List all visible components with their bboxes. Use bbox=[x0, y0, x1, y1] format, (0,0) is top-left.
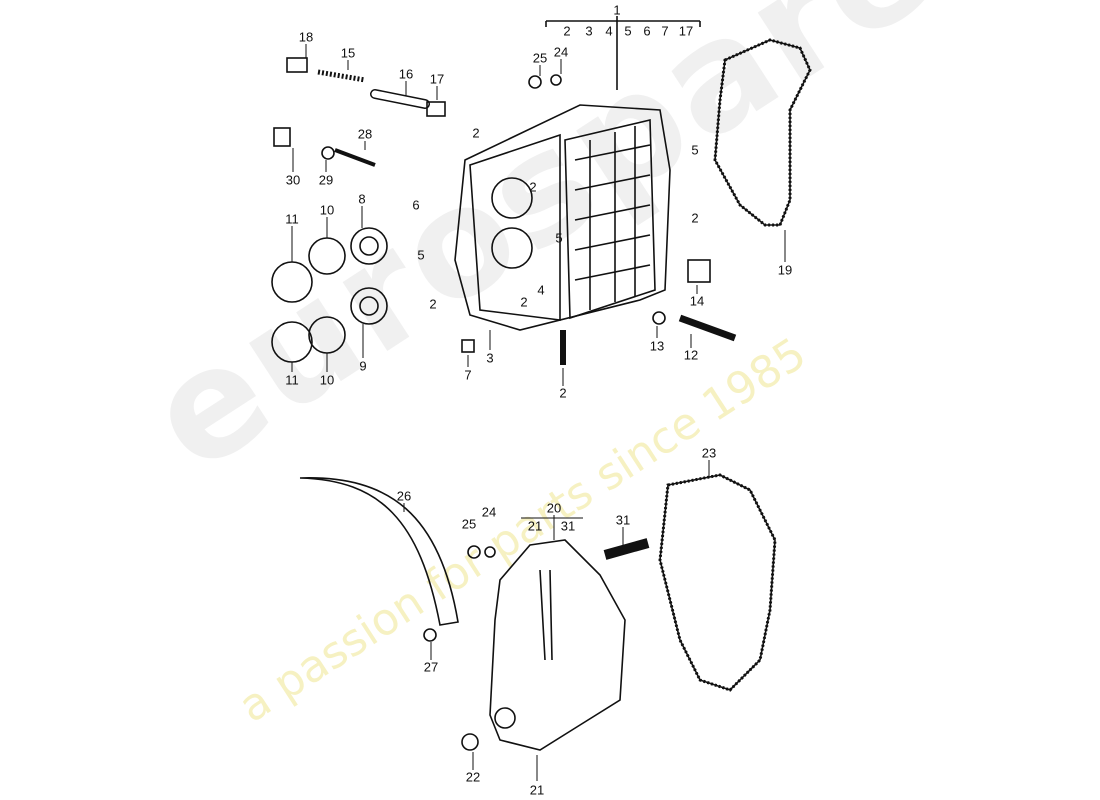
gasket-19 bbox=[713, 38, 812, 227]
callout-label: 23 bbox=[701, 445, 717, 461]
callout-label: 25 bbox=[532, 50, 548, 66]
callout-label: 4 bbox=[537, 282, 545, 298]
callout-label: 31 bbox=[615, 512, 631, 528]
callout-label: 7 bbox=[661, 23, 669, 39]
callout-label: 2 bbox=[472, 125, 480, 141]
callout-label: 27 bbox=[423, 659, 439, 675]
callout-label: 12 bbox=[683, 347, 699, 363]
callout-label: 10 bbox=[319, 372, 335, 388]
snap-rings bbox=[271, 227, 388, 363]
callout-label: 5 bbox=[691, 142, 699, 158]
callout-label: 19 bbox=[777, 262, 793, 278]
callout-label: 10 bbox=[319, 202, 335, 218]
callout-label: 24 bbox=[481, 504, 497, 520]
callout-label: 2 bbox=[520, 294, 528, 310]
callout-label: 2 bbox=[429, 296, 437, 312]
group-bracket-1 bbox=[545, 16, 701, 90]
callout-label: 21 bbox=[527, 518, 543, 534]
callout-label: 26 bbox=[396, 488, 412, 504]
callout-label: 1 bbox=[613, 2, 621, 18]
callout-label: 31 bbox=[560, 518, 576, 534]
callout-label: 22 bbox=[465, 769, 481, 785]
callout-label: 9 bbox=[359, 358, 367, 374]
callout-label: 29 bbox=[318, 172, 334, 188]
callout-label: 17 bbox=[678, 23, 694, 39]
callout-label: 18 bbox=[298, 29, 314, 45]
callout-label: 6 bbox=[643, 23, 651, 39]
leader-lines bbox=[291, 44, 786, 781]
callout-label: 11 bbox=[285, 211, 299, 227]
callout-label: 7 bbox=[464, 367, 472, 383]
transmission-housing bbox=[454, 104, 671, 331]
callout-label: 6 bbox=[412, 197, 420, 213]
side-cover bbox=[489, 539, 626, 751]
callout-label: 14 bbox=[689, 293, 705, 309]
small-parts bbox=[273, 57, 737, 751]
callout-label: 13 bbox=[649, 338, 665, 354]
callout-label: 3 bbox=[585, 23, 593, 39]
callout-label: 17 bbox=[429, 71, 445, 87]
callout-label: 3 bbox=[486, 350, 494, 366]
callout-label: 2 bbox=[691, 210, 699, 226]
callout-label: 2 bbox=[559, 385, 567, 401]
callout-label: 5 bbox=[417, 247, 425, 263]
callout-label: 16 bbox=[398, 66, 414, 82]
callout-label: 15 bbox=[340, 45, 356, 61]
callout-label: 4 bbox=[605, 23, 613, 39]
callout-label: 2 bbox=[563, 23, 571, 39]
callout-label: 5 bbox=[624, 23, 632, 39]
callout-label: 28 bbox=[357, 126, 373, 142]
callout-label: 24 bbox=[553, 44, 569, 60]
callout-label: 21 bbox=[529, 782, 545, 798]
callout-label: 11 bbox=[285, 372, 299, 388]
strap-26 bbox=[299, 477, 459, 626]
callout-label: 25 bbox=[461, 516, 477, 532]
callout-label: 8 bbox=[358, 191, 366, 207]
callout-label: 30 bbox=[285, 172, 301, 188]
callout-label: 2 bbox=[529, 179, 537, 195]
callout-label: 20 bbox=[546, 500, 562, 516]
callout-label: 5 bbox=[555, 230, 563, 246]
